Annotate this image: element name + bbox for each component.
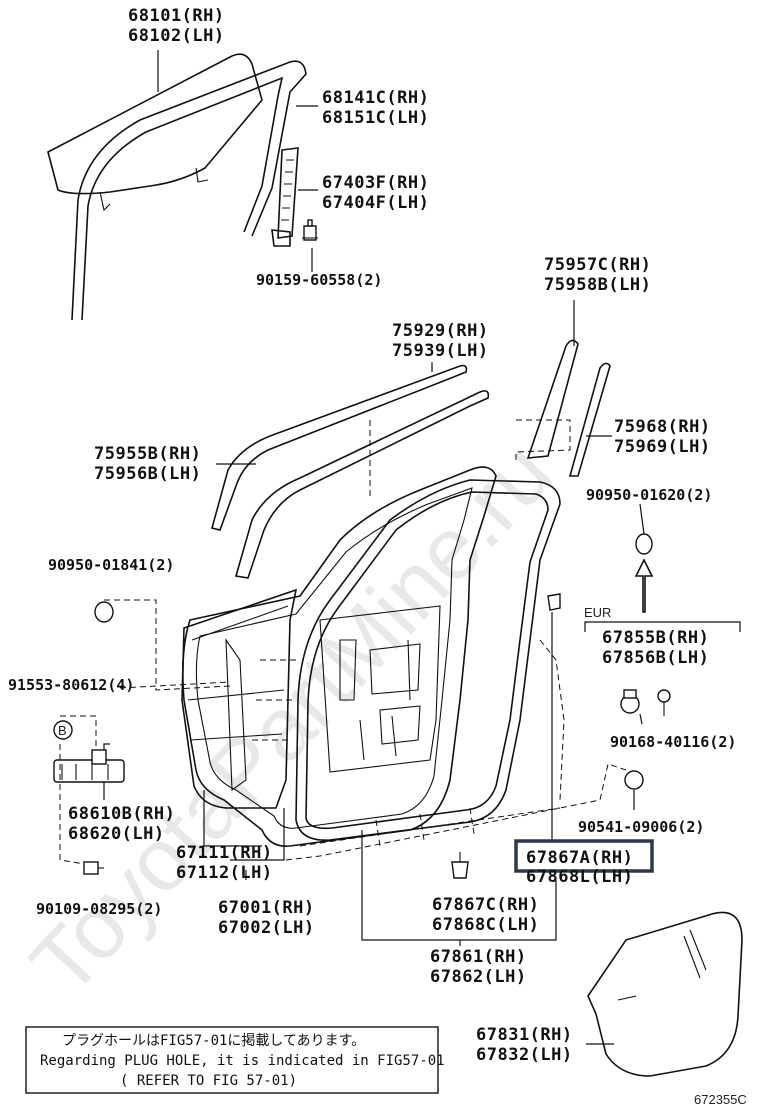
bolt-90109-icon[interactable] (83, 861, 104, 875)
bolt-90159-icon[interactable] (302, 219, 318, 241)
label-75958b[interactable]: 75958B(LH) (544, 275, 651, 295)
highlight-box (514, 839, 654, 873)
label-67403f[interactable]: 67403F(RH) (322, 173, 429, 193)
label-67868c[interactable]: 67868C(LH) (432, 915, 539, 935)
label-68620[interactable]: 68620(LH) (68, 824, 165, 844)
label-68101[interactable]: 68101(RH) (128, 6, 225, 26)
dashed-guides (59, 419, 627, 865)
label-75939[interactable]: 75939(LH) (392, 341, 489, 361)
label-90109[interactable]: 90109-08295(2) (36, 900, 162, 918)
label-67861[interactable]: 67861(RH) (430, 947, 527, 967)
leader-lines (103, 50, 741, 1045)
label-90168[interactable]: 90168-40116(2) (610, 733, 736, 751)
label-75969[interactable]: 75969(LH) (614, 437, 711, 457)
door-outer-panel[interactable] (181, 588, 298, 809)
note-line-english: Regarding PLUG HOLE, it is indicated in … (40, 1053, 445, 1069)
label-75955b[interactable]: 75955B(RH) (94, 444, 201, 464)
label-67001[interactable]: 67001(RH) (218, 898, 315, 918)
clip-67867c-icon[interactable] (451, 852, 469, 879)
label-67867c[interactable]: 67867C(RH) (432, 895, 539, 915)
label-75929[interactable]: 75929(RH) (392, 321, 489, 341)
label-67111[interactable]: 67111(RH) (176, 843, 273, 863)
label-67867a[interactable]: 67867A(RH) (526, 848, 633, 868)
division-bar[interactable] (271, 147, 299, 247)
door-glass[interactable] (47, 53, 263, 212)
label-67868l[interactable]: 67868L(LH) (526, 867, 633, 887)
label-67855b[interactable]: 67855B(RH) (602, 628, 709, 648)
label-75968[interactable]: 75968(RH) (614, 417, 711, 437)
label-67831[interactable]: 67831(RH) (476, 1025, 573, 1045)
service-hole-cover[interactable] (587, 911, 743, 1077)
clip-67867a-icon[interactable] (547, 593, 561, 611)
cushion-90541-icon[interactable] (624, 770, 644, 790)
label-67002[interactable]: 67002(LH) (218, 918, 315, 938)
plug-hole-90950-01841-icon[interactable] (94, 601, 114, 623)
label-67112[interactable]: 67112(LH) (176, 863, 273, 883)
screw-90168-icon[interactable] (657, 689, 671, 716)
label-75957c[interactable]: 75957C(RH) (544, 255, 651, 275)
label-eur: EUR (584, 605, 611, 620)
reference-b-marker: B (53, 720, 73, 740)
door-hinge[interactable] (53, 749, 125, 783)
label-75956b[interactable]: 75956B(LH) (94, 464, 201, 484)
part-labels: 68101(RH) 68102(LH) 68141C(RH) 68151C(LH… (8, 6, 736, 1065)
pillar-garnish-rear[interactable] (568, 362, 611, 477)
clip-67855b-icon[interactable] (620, 689, 640, 714)
plug-hole-note: プラグホールはFIG57-01に掲載してあります。 Regarding PLUG… (25, 1026, 445, 1094)
label-90159[interactable]: 90159-60558(2) (256, 271, 382, 289)
reference-b-label: B (58, 723, 67, 738)
plug-hole-90950-01620-icon[interactable] (635, 533, 653, 555)
note-line-japanese: プラグホールはFIG57-01に掲載してあります。 (62, 1033, 365, 1049)
arrow-up-icon (634, 558, 654, 613)
label-68151c[interactable]: 68151C(LH) (322, 108, 429, 128)
label-90950-01620[interactable]: 90950-01620(2) (586, 486, 712, 504)
glass-run[interactable] (71, 60, 307, 321)
label-67856b[interactable]: 67856B(LH) (602, 648, 709, 668)
label-67832[interactable]: 67832(LH) (476, 1045, 573, 1065)
label-68141c[interactable]: 68141C(RH) (322, 88, 429, 108)
label-90950-01841[interactable]: 90950-01841(2) (48, 556, 174, 574)
figure-code: 672355C (694, 1092, 747, 1107)
window-frame-moulding[interactable] (234, 390, 490, 579)
label-68102[interactable]: 68102(LH) (128, 26, 225, 46)
label-67862[interactable]: 67862(LH) (430, 967, 527, 987)
note-line-reference: ( REFER TO FIG 57-01) (120, 1073, 297, 1089)
label-68610b[interactable]: 68610B(RH) (68, 804, 175, 824)
label-91553[interactable]: 91553-80612(4) (8, 676, 134, 694)
label-67404f[interactable]: 67404F(LH) (322, 193, 429, 213)
label-90541[interactable]: 90541-09006(2) (578, 818, 704, 836)
door-panel[interactable] (182, 466, 497, 847)
pillar-garnish-front[interactable] (526, 339, 579, 459)
outer-belt-moulding[interactable] (211, 364, 468, 531)
